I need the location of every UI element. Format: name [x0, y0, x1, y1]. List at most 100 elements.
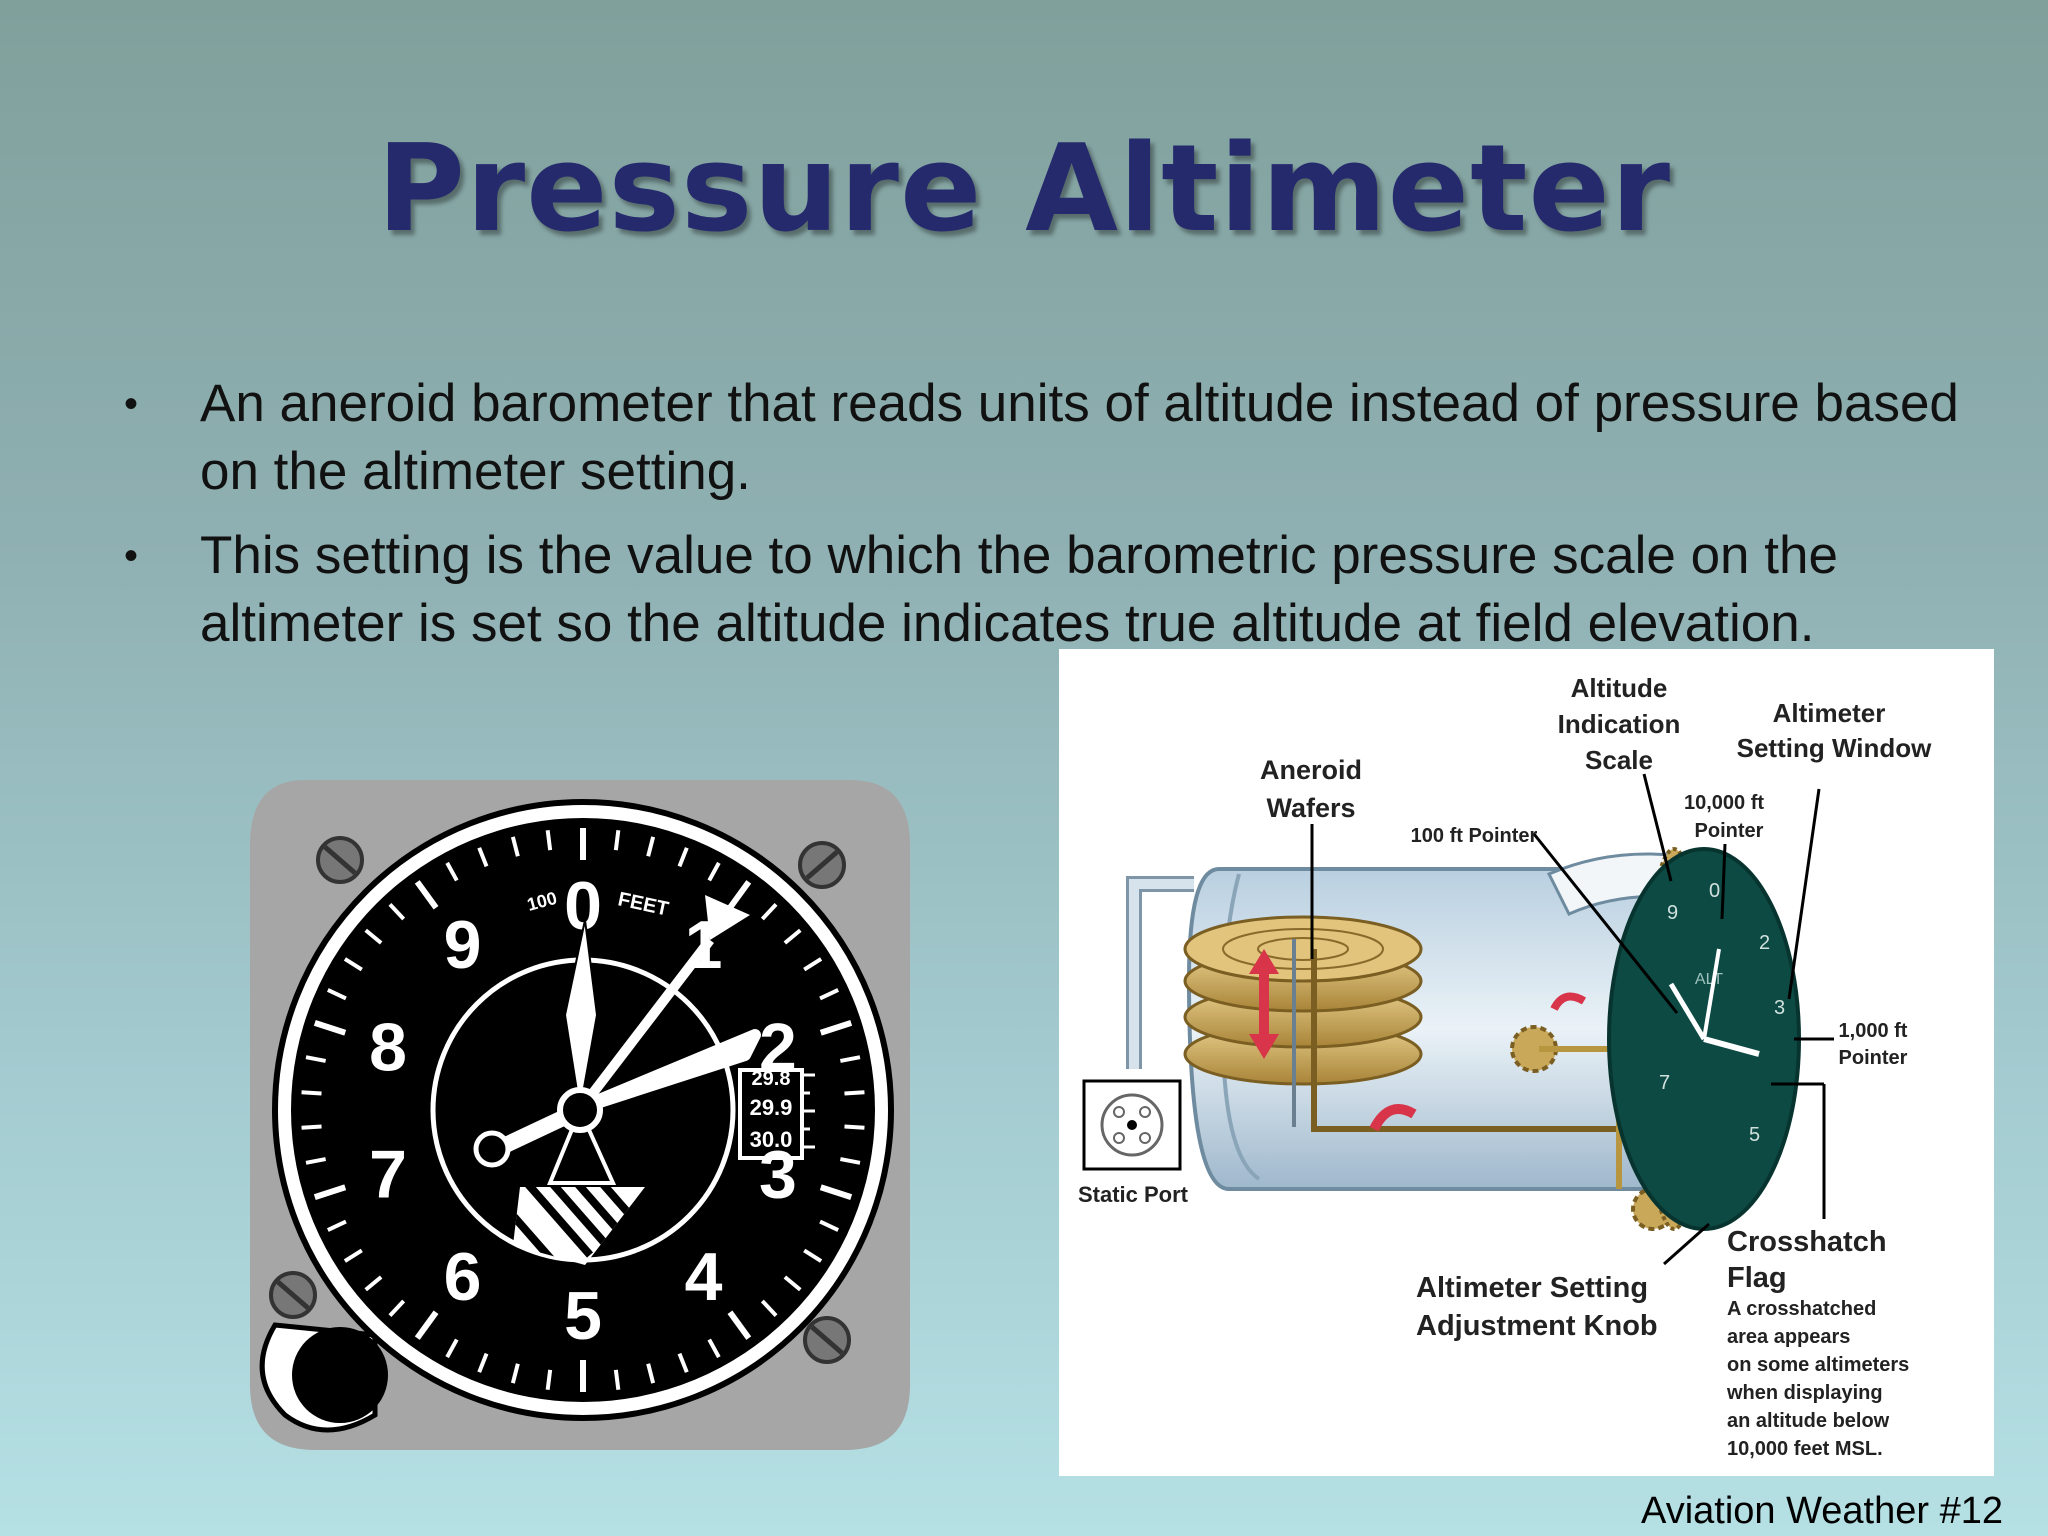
gauge-tick: [445, 861, 459, 882]
gauge-tick: [819, 1184, 853, 1200]
svg-text:3: 3: [1774, 997, 1785, 1019]
svg-text:10,000 ft: 10,000 ft: [1684, 792, 1764, 814]
gauge-number: 6: [444, 1239, 482, 1315]
svg-text:Altimeter: Altimeter: [1773, 698, 1886, 728]
gauge-number: 8: [369, 1010, 407, 1086]
gauge-tick: [545, 829, 553, 851]
gauge-tick: [477, 1352, 489, 1373]
screw-icon: [803, 1316, 851, 1364]
label-static-port: Static Port: [1078, 1182, 1189, 1207]
bullet-item: • This setting is the value to which the …: [112, 522, 1962, 658]
svg-text:Flag: Flag: [1727, 1262, 1787, 1294]
gauge-tick: [839, 1157, 861, 1165]
gauge-tick: [343, 957, 363, 972]
svg-text:10,000 feet MSL.: 10,000 feet MSL.: [1727, 1438, 1883, 1460]
gauge-tick: [783, 1275, 802, 1292]
gauge-tick: [305, 1157, 327, 1165]
svg-text:an altitude below: an altitude below: [1727, 1410, 1890, 1432]
gauge-ticks: [301, 828, 865, 1392]
svg-text:Wafers: Wafers: [1266, 793, 1355, 823]
bullet-list: • An aneroid barometer that reads units o…: [112, 370, 1962, 674]
gauge-tick: [326, 988, 347, 1001]
svg-text:5: 5: [1749, 1124, 1760, 1146]
gauge-tick: [545, 1369, 553, 1391]
gauge-tick: [803, 957, 823, 972]
gauge-tick: [414, 1310, 439, 1340]
kollsman-value: 30.0: [750, 1127, 793, 1152]
svg-text:Altimeter Setting: Altimeter Setting: [1416, 1272, 1648, 1304]
screw-icon: [269, 1271, 317, 1319]
gauge-tick: [839, 1055, 861, 1063]
label-crosshatch-description: A crosshatched area appears on some alti…: [1726, 1298, 1909, 1460]
svg-text:7: 7: [1659, 1072, 1670, 1094]
gauge-tick: [613, 829, 621, 851]
aneroid-wafers: [1183, 915, 1423, 1086]
gauge-hub: [557, 1087, 603, 1133]
svg-text:9: 9: [1667, 902, 1678, 924]
gauge-tick: [326, 1219, 347, 1232]
bullet-dot-icon: •: [124, 534, 139, 578]
bullet-text: An aneroid barometer that reads units of…: [200, 374, 1959, 501]
label-crosshatch-flag: Crosshatch Flag: [1727, 1226, 1887, 1294]
bullet-item: • An aneroid barometer that reads units o…: [112, 370, 1962, 506]
gauge-tick: [364, 928, 383, 945]
screw-icon: [798, 841, 846, 889]
gauge-tick: [613, 1369, 621, 1391]
gauge-tick: [677, 847, 689, 868]
gauge-tick: [313, 1184, 347, 1200]
static-port-icon: [1082, 1079, 1182, 1171]
svg-text:Indication: Indication: [1558, 709, 1681, 739]
svg-text:on some altimeters: on some altimeters: [1727, 1354, 1909, 1376]
svg-text:Aneroid: Aneroid: [1260, 755, 1362, 785]
svg-text:Crosshatch: Crosshatch: [1727, 1226, 1887, 1258]
gauge-tick: [343, 1248, 363, 1263]
label-aneroid-wafers: Aneroid Wafers: [1260, 755, 1362, 823]
screw-icon: [316, 836, 364, 884]
expansion-arrow-icon: [1249, 949, 1279, 1059]
gauge-tick: [819, 1219, 840, 1232]
gauge-tick: [477, 847, 489, 868]
gauge-tick: [510, 836, 520, 857]
svg-text:Scale: Scale: [1585, 745, 1653, 775]
gauge-tick: [844, 1090, 865, 1096]
adjustment-knob: [292, 1327, 388, 1423]
gauge-number: 2: [759, 1010, 797, 1086]
gauge-number: 3: [759, 1136, 797, 1212]
gauge-tick: [388, 1299, 406, 1317]
rotation-arrow-icon: [1550, 992, 1587, 1011]
gauge-number: 5: [564, 1278, 602, 1354]
gauge-tick: [783, 928, 802, 945]
svg-text:Pointer: Pointer: [1695, 820, 1764, 842]
gauge-tick: [301, 1124, 322, 1130]
label-altimeter-setting-window: Altimeter Setting Window: [1737, 698, 1933, 763]
svg-text:Setting Window: Setting Window: [1737, 733, 1933, 763]
gauge-tick: [646, 1363, 656, 1384]
gauge-number: 9: [444, 907, 482, 983]
gauge-tick: [445, 1338, 459, 1359]
bullet-dot-icon: •: [124, 382, 139, 426]
slide-footer: Aviation Weather #12: [1641, 1490, 2003, 1532]
gauge-tick: [844, 1124, 865, 1130]
gauge-tick: [760, 1299, 778, 1317]
label-adjustment-knob: Altimeter Setting Adjustment Knob: [1416, 1272, 1658, 1342]
rotation-arrow-icon: [1369, 1104, 1417, 1132]
gauge-tick: [646, 836, 656, 857]
svg-text:1,000 ft: 1,000 ft: [1839, 1020, 1908, 1042]
gauge-tick: [510, 1363, 520, 1384]
svg-text:2: 2: [1759, 932, 1770, 954]
label-thousand-pointer: 1,000 ft Pointer: [1839, 1020, 1908, 1069]
thousand-pointer: [563, 919, 599, 1111]
gauge-tick: [803, 1248, 823, 1263]
label-hundred-pointer: 100 ft Pointer: [1411, 825, 1538, 847]
svg-text:when displaying: when displaying: [1726, 1382, 1883, 1404]
gauge-tick: [301, 1090, 322, 1096]
svg-text:Altitude: Altitude: [1571, 673, 1668, 703]
gauge-tick: [760, 903, 778, 921]
svg-text:A crosshatched: A crosshatched: [1727, 1298, 1876, 1320]
gauge-tick: [707, 861, 721, 882]
kollsman-value: 29.9: [750, 1095, 793, 1120]
bullet-text: This setting is the value to which the b…: [200, 526, 1838, 653]
gauge-tick: [388, 903, 406, 921]
gauge-tick: [727, 880, 752, 910]
